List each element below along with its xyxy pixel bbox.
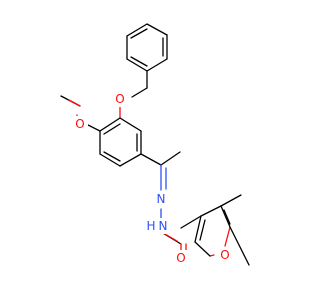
molecule-structure-diagram: O O N H N O O (60, 23, 250, 266)
bond (164, 233, 178, 242)
hydrazide-hydrogen-label: H (146, 219, 155, 233)
bond (130, 56, 148, 67)
bond (87, 124, 101, 132)
bond (223, 209, 231, 225)
bond (99, 117, 121, 132)
bond (140, 153, 162, 166)
carbonyl-oxygen-label: O (176, 251, 185, 265)
bond (220, 205, 231, 228)
bond (224, 226, 231, 247)
methoxy-oxygen-label: O (75, 117, 84, 131)
bond (194, 241, 211, 257)
hydrazide-nitrogen-label: N (159, 219, 168, 233)
bond (146, 58, 168, 72)
atom-label-layer: O O N H N O O (72, 91, 233, 266)
bond (131, 87, 148, 98)
bond (130, 28, 148, 39)
bond (126, 23, 148, 37)
bond (68, 99, 81, 107)
furan-oxygen-label: O (220, 248, 229, 262)
bond (229, 226, 250, 266)
bond (199, 219, 206, 241)
bond (200, 205, 222, 217)
bond (209, 254, 215, 257)
bond (220, 194, 242, 207)
bond (119, 117, 142, 132)
bond (194, 215, 202, 243)
imine-nitrogen-label: N (157, 192, 166, 206)
bond (160, 151, 181, 166)
ether-oxygen-label: O (115, 92, 124, 106)
bond (180, 215, 202, 229)
bond (103, 151, 121, 162)
bond (126, 58, 148, 72)
bond (103, 123, 121, 135)
bond (99, 153, 121, 167)
bond (146, 23, 168, 36)
bond (119, 153, 142, 167)
